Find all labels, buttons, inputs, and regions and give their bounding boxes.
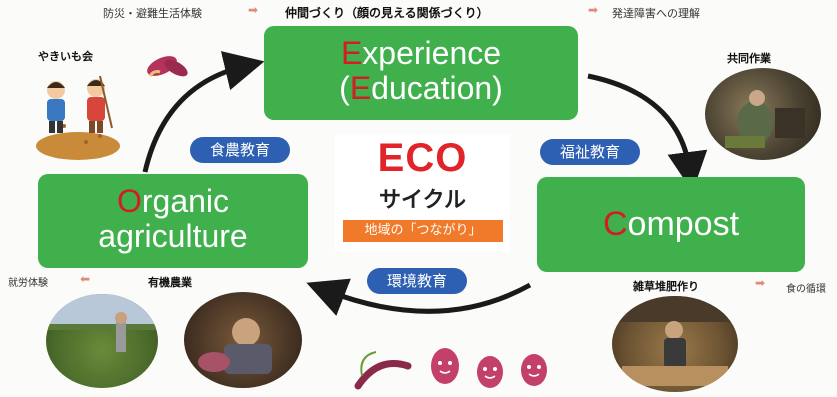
photo-kyodo-scene [725,90,805,148]
photo-zasso-taihi [612,296,738,392]
agriculture-line: agriculture [98,217,248,254]
label-shuro: 就労体験 [8,278,48,289]
pill-shokuno: 食農教育 [190,137,290,163]
top-left-text: 防災・避難生活体験 [103,7,202,20]
arrow-right-icon: ➡ [755,276,766,290]
organic-line: Organic [116,183,230,219]
photo-yuki-nogyo [184,292,302,388]
education-line: (Education) [339,69,503,106]
potato-character [431,348,459,384]
pill-kankyo: 環境教育 [367,268,467,294]
label-yuki-nogyo: 有機農業 [148,276,192,289]
experience-line: Experience [340,35,502,71]
top-right-text: 発達障害への理解 [612,7,700,20]
photo-shuro-field [46,294,158,388]
eco-panel: ECO サイクル 地域の「つながり」 [335,134,510,252]
tsunagari-badge: 地域の「つながり」 [343,220,503,242]
photo-kyodo-sagyo [705,68,821,160]
label-zasso: 雑草堆肥作り [633,280,699,293]
pill-fukushi: 福祉教育 [540,139,640,165]
potato-character [521,354,547,386]
experience-box: Experience (Education) [264,26,578,120]
photo-yuki-scene [198,318,272,374]
photo-zasso-scene [612,296,738,386]
label-kyodo: 共同作業 [727,52,771,65]
label-shoku-junkan: 食の循環 [786,284,826,295]
eco-title: ECO [377,136,468,180]
organic-agriculture-box: Organic agriculture [38,174,308,268]
sweet-potato-icon [147,56,188,77]
yakiimo-people-illustration [36,75,120,160]
photo-shuro-scene [46,294,158,352]
arrow-right-icon: ➡ [588,3,599,17]
label-yakiimo: やきいも会 [38,50,93,63]
eco-cycle: サイクル [379,188,466,213]
arrow-right-icon: ➡ [248,3,259,17]
top-center-text: 仲間づくり（顔の見える関係づくり） [285,6,489,20]
potato-character [477,356,503,388]
sweet-potato-characters [354,348,547,390]
compost-box: Compost [537,177,805,272]
